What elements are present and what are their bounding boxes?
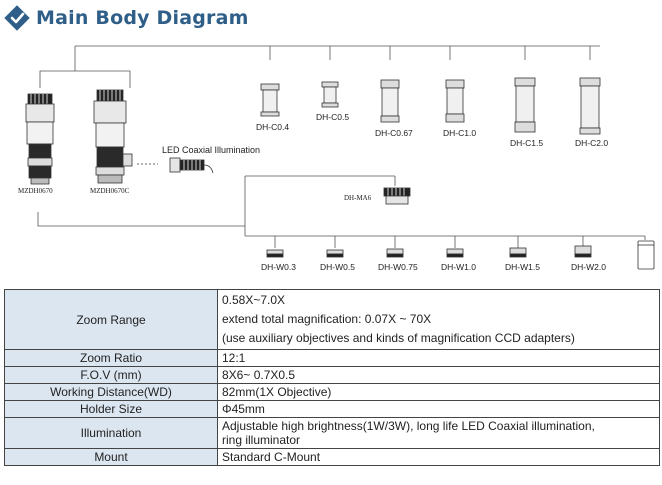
ccd-adapter-c15 bbox=[514, 77, 536, 133]
ring-illuminator bbox=[637, 240, 655, 270]
spec-value: 8X6~ 0.7X0.5 bbox=[217, 366, 660, 384]
spec-value: Standard C-Mount bbox=[217, 448, 660, 466]
objective-w075 bbox=[386, 248, 404, 258]
spec-value-line: extend total magnification: 0.07X ~ 70X bbox=[222, 312, 432, 326]
body-label-mzdh0670: MZDH0670 bbox=[18, 187, 53, 195]
body-label-mzdh0670c: MZDH0670C bbox=[90, 187, 130, 195]
diamond-check-icon bbox=[4, 5, 30, 31]
spec-row-holder-size: Holder Size Φ45mm bbox=[4, 400, 660, 418]
spec-value: 0.58X~7.0X extend total magnification: 0… bbox=[217, 289, 660, 350]
objective-w15 bbox=[509, 247, 527, 258]
ma6-label: DH-MA6 bbox=[344, 194, 372, 202]
objective-label-w05: DH-W0.5 bbox=[320, 262, 355, 272]
objective-w05 bbox=[326, 249, 344, 258]
spec-value: Adjustable high brightness(1W/3W), long … bbox=[217, 417, 660, 449]
spec-key: Working Distance(WD) bbox=[4, 383, 218, 401]
spec-value-line: (use auxiliary objectives and kinds of m… bbox=[222, 331, 575, 345]
objective-label-w075: DH-W0.75 bbox=[378, 262, 418, 272]
spec-value-line: ring illuminator bbox=[222, 433, 301, 447]
zoom-body-mzdh0670 bbox=[25, 93, 55, 185]
spec-key: F.O.V (mm) bbox=[4, 366, 218, 384]
connector-lines bbox=[37, 45, 646, 248]
spec-row-zoom-range: Zoom Range 0.58X~7.0X extend total magni… bbox=[4, 289, 660, 350]
page-title: Main Body Diagram bbox=[36, 7, 249, 29]
ccd-adapter-c05 bbox=[321, 81, 339, 108]
spec-row-zoom-ratio: Zoom Ratio 12:1 bbox=[4, 349, 660, 367]
spec-row-illumination: Illumination Adjustable high brightness(… bbox=[4, 417, 660, 449]
spec-value: Φ45mm bbox=[217, 400, 660, 418]
ccd-adapter-c04 bbox=[260, 83, 280, 117]
ma6-adapter bbox=[383, 187, 411, 205]
led-label: LED Coaxial Illumination bbox=[162, 145, 260, 155]
spec-table: Zoom Range 0.58X~7.0X extend total magni… bbox=[4, 289, 660, 466]
adapter-label-c15: DH-C1.5 bbox=[510, 138, 543, 148]
objective-label-w03: DH-W0.3 bbox=[261, 262, 296, 272]
page-header: Main Body Diagram bbox=[4, 4, 249, 32]
objective-label-w15: DH-W1.5 bbox=[505, 262, 540, 272]
spec-row-working-distance: Working Distance(WD) 82mm(1X Objective) bbox=[4, 383, 660, 401]
objective-w10 bbox=[446, 248, 464, 258]
zoom-body-mzdh0670c bbox=[93, 89, 133, 184]
objective-w20 bbox=[574, 245, 592, 258]
objective-w03 bbox=[266, 249, 284, 258]
spec-value-line: 0.58X~7.0X bbox=[222, 293, 286, 307]
spec-key: Holder Size bbox=[4, 400, 218, 418]
spec-key: Zoom Range bbox=[4, 289, 218, 350]
main-body-diagram: MZDH0670 MZDH0670C LED Coaxial Illuminat… bbox=[18, 45, 655, 272]
adapter-label-c04: DH-C0.4 bbox=[256, 122, 289, 132]
ccd-adapter-c10 bbox=[445, 79, 465, 123]
adapter-label-c05: DH-C0.5 bbox=[316, 112, 349, 122]
ccd-adapter-c067 bbox=[380, 79, 400, 123]
spec-key: Mount bbox=[4, 448, 218, 466]
spec-value: 12:1 bbox=[217, 349, 660, 367]
spec-key: Zoom Ratio bbox=[4, 349, 218, 367]
spec-row-mount: Mount Standard C-Mount bbox=[4, 448, 660, 466]
ccd-adapter-c20 bbox=[579, 77, 601, 135]
spec-key: Illumination bbox=[4, 417, 218, 449]
adapter-label-c20: DH-C2.0 bbox=[575, 138, 608, 148]
adapter-label-c067: DH-C0.67 bbox=[375, 128, 413, 138]
objective-label-w20: DH-W2.0 bbox=[571, 262, 606, 272]
spec-row-fov: F.O.V (mm) 8X6~ 0.7X0.5 bbox=[4, 366, 660, 384]
spec-value: 82mm(1X Objective) bbox=[217, 383, 660, 401]
objective-label-w10: DH-W1.0 bbox=[441, 262, 476, 272]
led-coaxial-illuminator bbox=[137, 157, 214, 174]
adapter-label-c10: DH-C1.0 bbox=[443, 128, 476, 138]
spec-value-line: Adjustable high brightness(1W/3W), long … bbox=[222, 419, 595, 433]
